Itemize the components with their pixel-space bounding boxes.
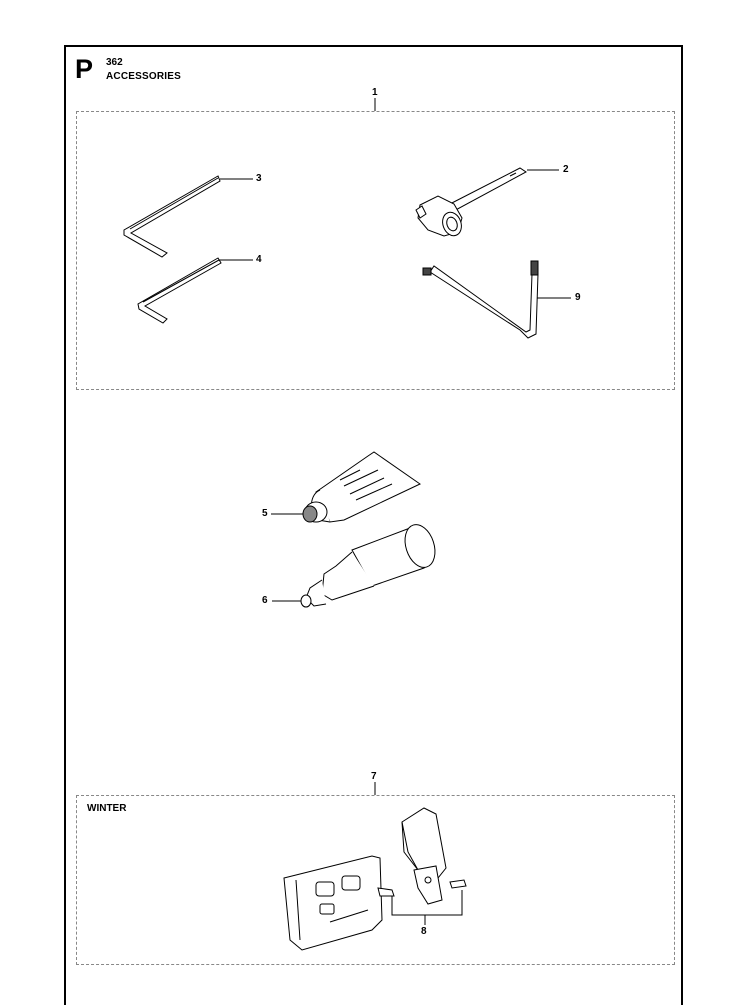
torx-screwdriver [422, 260, 539, 339]
callout-9: 9 [575, 292, 581, 303]
section-title: ACCESSORIES [106, 71, 181, 82]
grease-gun [300, 524, 436, 608]
winter-kit-cover [283, 855, 383, 951]
callout-4: 4 [256, 254, 262, 265]
winter-kit-shutter [401, 807, 447, 905]
callout-6: 6 [262, 595, 268, 606]
model-number: 362 [106, 57, 123, 68]
callout-2: 2 [563, 164, 569, 175]
grease-tube [302, 451, 421, 523]
callout-1: 1 [372, 87, 378, 98]
callout-7: 7 [371, 771, 377, 782]
combination-spanner [415, 167, 527, 237]
hex-key-small [137, 257, 222, 324]
hex-key-large [123, 175, 221, 258]
section-letter: P [75, 54, 94, 84]
tools-group-box [76, 111, 675, 390]
page-frame [64, 45, 683, 1005]
screws [377, 879, 467, 897]
winter-group-box [76, 795, 675, 965]
callout-8: 8 [421, 926, 427, 937]
callout-5: 5 [262, 508, 268, 519]
callout-3: 3 [256, 173, 262, 184]
winter-kit-label: WINTER [87, 803, 127, 814]
